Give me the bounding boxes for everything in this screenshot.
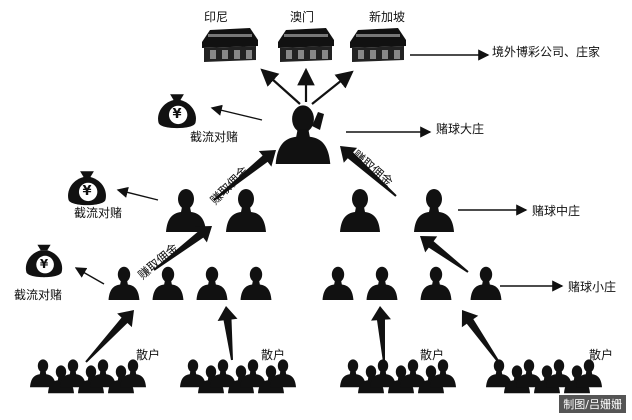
building-icon-indonesia [202,28,258,62]
arrow-icon-to-singapore [311,70,354,105]
arrow-icon-skim-bottom [74,267,105,285]
arrow-icon-crowd-3 [371,306,391,363]
arrow-icon-skim-top [210,104,263,121]
skim-label-bottom: 截流对赌 [14,288,63,302]
middle-bookmaker-silhouette-2 [226,189,266,232]
building-icon-singapore [350,28,406,62]
middle-bookmaker-silhouette-4 [414,189,454,232]
yuan-symbol-top: ¥ [172,107,181,122]
small-bookmaker-silhouette-3 [196,266,228,300]
phone-hand-icon [312,112,324,130]
arrow-icon-crowd-4 [461,310,501,365]
small-bookmaker-silhouette-6 [366,266,398,300]
small-bookmaker-silhouette-5 [322,266,354,300]
bettor-label-3: 散户 [420,348,445,362]
offshore-gambling-label: 境外博彩公司、庄家 [492,45,601,59]
arrow-icon-crowd-2 [217,306,238,361]
middle-bookmaker-silhouette-3 [340,189,380,232]
building-icon-macau [278,28,334,62]
arrow-icon-commission-upper-left [213,150,276,201]
arrow-icon-commission-upper-right [340,146,397,197]
location-label-macau: 澳门 [290,10,315,24]
small-bookmaker-silhouette-7 [420,266,452,300]
arrow-icon-commission-lower-left [153,226,212,271]
location-label-singapore: 新加坡 [369,10,406,24]
bettor-label-2: 散户 [261,348,286,362]
location-label-indonesia: 印尼 [204,10,229,24]
big-bookmaker-label: 赌球大庄 [436,122,485,136]
bettor-label-4: 散户 [589,348,614,362]
arrow-icon-crowd-1 [85,310,134,363]
bettor-label-1: 散户 [136,348,161,362]
small-bookmaker-silhouette-8 [470,266,502,300]
yuan-symbol-bottom: ¥ [40,257,49,271]
middle-bookmaker-label: 赌球中庄 [532,204,581,218]
credit-label: 制图/吕姗姗 [559,395,626,413]
yuan-symbol-middle: ¥ [82,184,91,199]
arrow-icon-commission-lower-right [420,236,469,273]
skim-label-top: 截流对赌 [190,130,239,144]
skim-label-middle: 截流对赌 [74,206,123,220]
small-bookmaker-label: 赌球小庄 [568,280,617,294]
small-bookmaker-silhouette-4 [240,266,272,300]
arrow-icon-skim-middle [116,186,159,201]
arrow-icon-to-indonesia [260,68,301,105]
middle-bookmaker-silhouette-1 [166,189,206,232]
